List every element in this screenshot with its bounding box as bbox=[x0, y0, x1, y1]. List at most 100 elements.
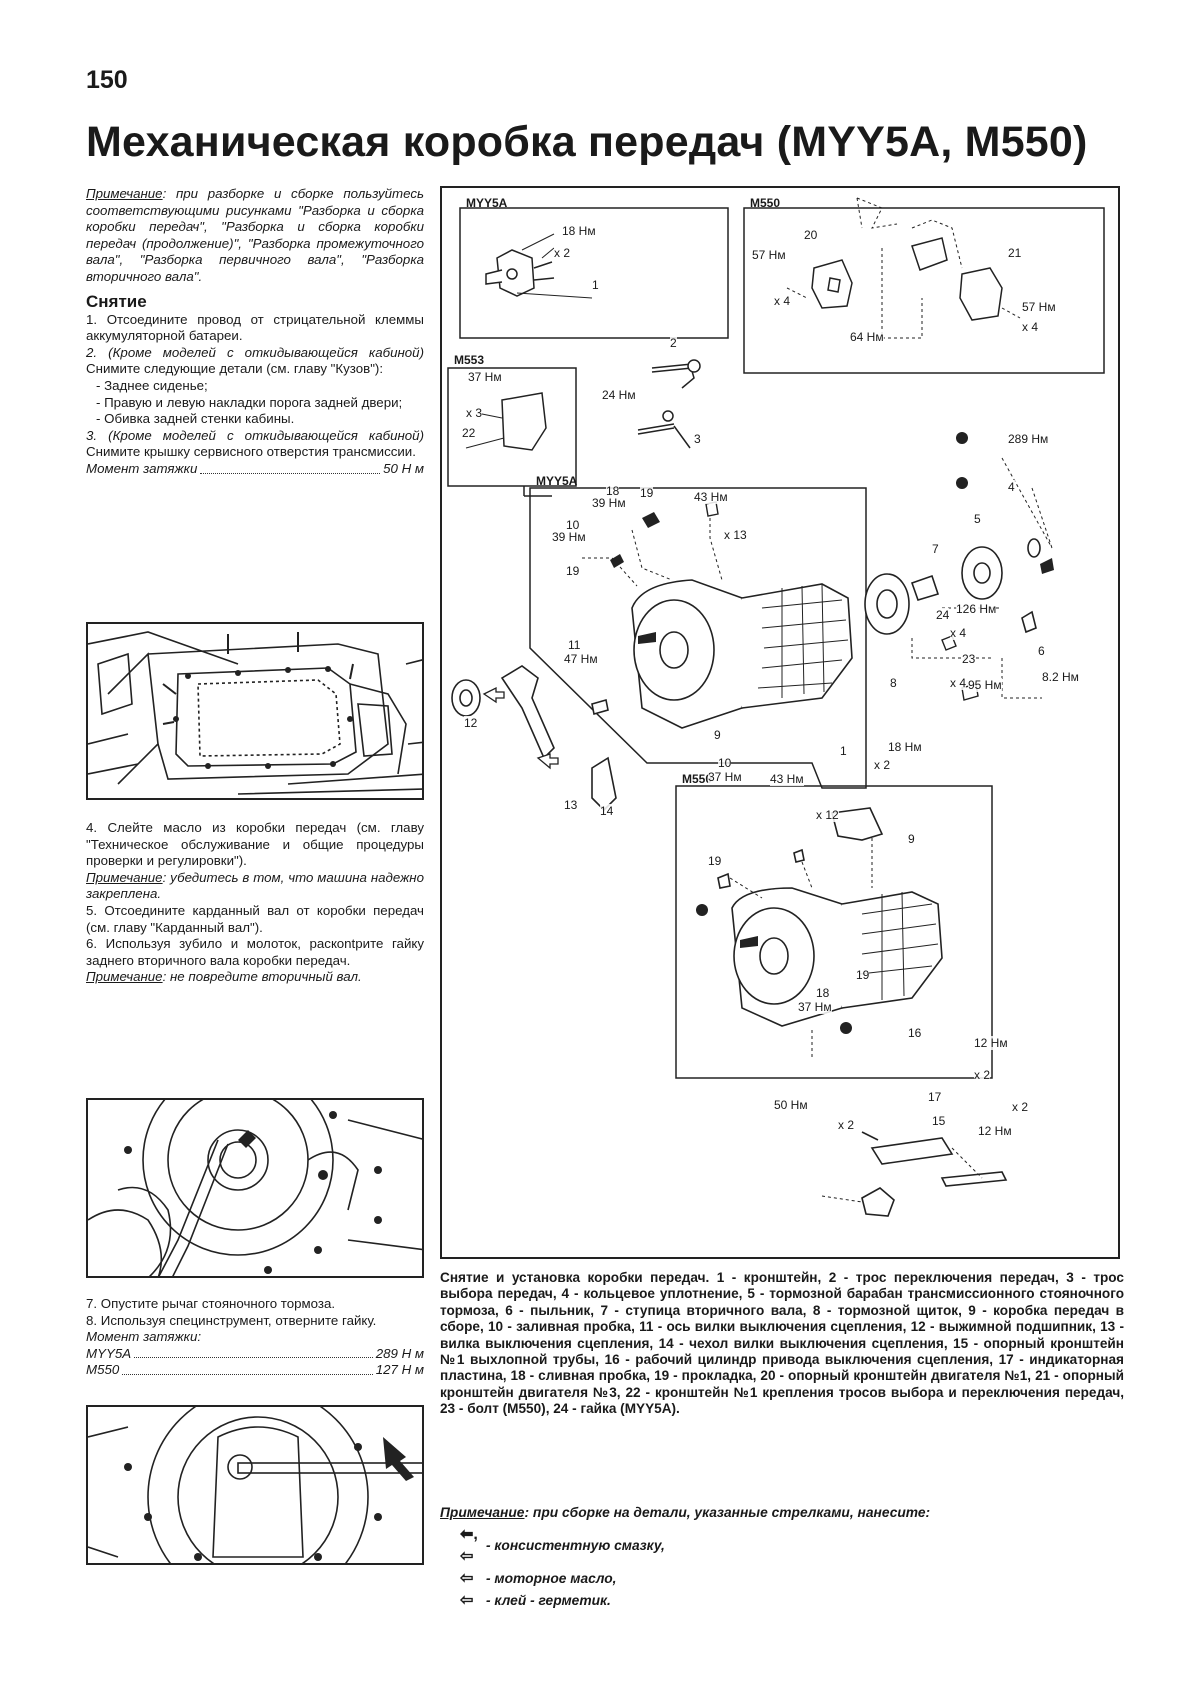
diagram-label-t95nm: 95 Нм bbox=[968, 678, 1002, 692]
page-title: Механическая коробка передач (MYY5A, M55… bbox=[86, 118, 1088, 166]
grease-arrow-icon: ⬅, ⇦ bbox=[460, 1526, 478, 1565]
diagram-label-x2-c: x 2 bbox=[974, 1068, 991, 1082]
diagram-label-t39nm-a: 39 Нм bbox=[592, 496, 626, 510]
oil-arrow-icon: ⇦ bbox=[460, 1570, 474, 1587]
note-text: : не повредите вторичный вал. bbox=[162, 969, 362, 985]
step-2-text: Снимите следующие детали (см. главу "Куз… bbox=[86, 361, 384, 377]
diagram-label-n19-b: 19 bbox=[566, 564, 580, 578]
left-text-block-1: Примечание: при разборке и сборке пользу… bbox=[86, 186, 424, 478]
note-item-sealant: ⇦- клей - герметик. bbox=[440, 1590, 1124, 1612]
diagram-label-n17: 17 bbox=[928, 1090, 942, 1104]
illustration-special-tool bbox=[86, 1405, 424, 1565]
diagram-label-n9-b: 9 bbox=[908, 832, 915, 846]
left-text-block-2: 4. Слейте масло из коробки передач (см. … bbox=[86, 820, 424, 986]
diagram-label-n11: 11 bbox=[568, 638, 581, 652]
diagram-label-t12nm-a: 12 Нм bbox=[974, 1036, 1008, 1050]
diagram-label-t82nm: 8.2 Нм bbox=[1042, 670, 1079, 684]
step-3-text: Снимите крышку сервисного отверстия тран… bbox=[86, 444, 416, 460]
page-number: 150 bbox=[86, 66, 128, 94]
diagram-label-x2-e: x 2 bbox=[1012, 1100, 1029, 1114]
diagram-label-n4: 4 bbox=[1008, 480, 1015, 494]
diagram-label-n19-c: 19 bbox=[708, 854, 722, 868]
diagram-label-t12nm-b: 12 Нм bbox=[978, 1124, 1012, 1138]
note-label: Примечание bbox=[440, 1505, 525, 1520]
diagram-label-n21: 21 bbox=[1008, 246, 1022, 260]
diagram-label-x3: x 3 bbox=[466, 406, 483, 420]
torque-label-2: Момент затяжки: bbox=[86, 1329, 202, 1345]
diagram-label-n24: 24 bbox=[936, 608, 950, 622]
left-text-block-3: 7. Опустите рычаг стояночного тормоза. 8… bbox=[86, 1296, 424, 1379]
diagram-label-n19-a: 19 bbox=[640, 486, 654, 500]
assembly-note: Примечание: при сборке на детали, указан… bbox=[440, 1502, 1124, 1612]
note-label: Примечание bbox=[86, 186, 163, 201]
step-2-condition: 2. (Кроме моделей с откидывающейся кабин… bbox=[86, 344, 424, 360]
diagram-label-n22: 22 bbox=[462, 426, 476, 440]
diagram-label-t37nm-b: 37 Нм bbox=[708, 770, 742, 784]
step-5: 5. Отсоедините карданный вал от коробки … bbox=[86, 902, 424, 935]
diagram-label-n6: 6 bbox=[1038, 644, 1045, 658]
diagram-label-n23: 23 bbox=[962, 652, 976, 666]
diagram-label-t50nm: 50 Нм bbox=[774, 1098, 808, 1112]
diagram-label-n15: 15 bbox=[932, 1114, 946, 1128]
diagram-label-n18-a: 18 bbox=[606, 484, 620, 498]
diagram-label-n5: 5 bbox=[974, 512, 981, 526]
diagram-label-n10-b: 10 bbox=[718, 756, 732, 770]
diagram-label-x2-d: x 2 bbox=[838, 1118, 855, 1132]
label-box-m553: M553 bbox=[454, 353, 485, 367]
diagram-label-n14: 14 bbox=[600, 804, 614, 818]
diagram-label-t37nm-a: 37 Нм bbox=[468, 370, 502, 384]
diagram-label-n3: 3 bbox=[694, 432, 701, 446]
diagram-label-n9-a: 9 bbox=[714, 728, 721, 742]
diagram-label-t57nm-a: 57 Нм bbox=[752, 248, 786, 262]
diagram-label-t18nm-a: 18 Нм bbox=[562, 224, 596, 238]
diagram-label-n1-b: 1 bbox=[840, 744, 847, 758]
step-4: 4. Слейте масло из коробки передач (см. … bbox=[86, 820, 424, 869]
diagram-label-t126nm: 126 Нм bbox=[956, 602, 997, 616]
diagram-label-t43nm-a: 43 Нм bbox=[694, 490, 728, 504]
step-8: 8. Используя специнструмент, отверните г… bbox=[86, 1312, 377, 1328]
removal-heading: Снятие bbox=[86, 291, 147, 311]
label-box-myy5a-mid: MYY5A bbox=[536, 474, 578, 488]
diagram-label-t64nm: 64 Нм bbox=[850, 330, 884, 344]
diagram-label-n13: 13 bbox=[564, 798, 578, 812]
note-text: : убедитесь в том, что машина надежно за… bbox=[86, 869, 424, 902]
diagram-label-n18-b: 18 bbox=[816, 986, 830, 1000]
diagram-label-x4-c: x 4 bbox=[950, 626, 967, 640]
diagram-label-n7: 7 bbox=[932, 542, 939, 556]
step-1: 1. Отсоедините провод от стрицательной к… bbox=[86, 311, 424, 344]
step-3-condition: 3. (Кроме моделей с откидывающейся кабин… bbox=[86, 427, 424, 443]
diagram-label-t37nm-c: 37 Нм bbox=[798, 1000, 832, 1014]
diagram-label-n16: 16 bbox=[908, 1026, 922, 1040]
diagram-label-n12: 12 bbox=[464, 716, 478, 730]
illustration-chisel-nut bbox=[86, 1098, 424, 1278]
note-text: : при сборке на детали, указанные стрелк… bbox=[524, 1505, 931, 1520]
diagram-label-t57nm-b: 57 Нм bbox=[1022, 300, 1056, 314]
diagram-label-x4-b: x 4 bbox=[1022, 320, 1039, 334]
illustration-cabin-service-hole bbox=[86, 622, 424, 800]
diagram-label-n8: 8 bbox=[890, 676, 897, 690]
box-m553 bbox=[447, 367, 577, 487]
torque-label: Момент затяжки bbox=[86, 460, 198, 476]
bullet-2: - Правую и левую накладки порога задней … bbox=[96, 394, 403, 410]
label-box-myy5a-top: MYY5A bbox=[466, 196, 508, 210]
step-6: 6. Используя зубило и молоток, раскontри… bbox=[86, 936, 424, 968]
note-label: Примечание bbox=[86, 869, 163, 885]
diagram-label-t289nm: 289 Нм bbox=[1008, 432, 1049, 446]
bullet-1: - Заднее сиденье; bbox=[96, 377, 208, 393]
bullet-3: - Обивка задней стенки кабины. bbox=[96, 411, 295, 427]
note-text: : при разборке и сборке пользуйтесь соот… bbox=[86, 186, 424, 284]
diagram-label-x2-a: x 2 bbox=[554, 246, 571, 260]
label-box-m550-top: M550 bbox=[750, 196, 781, 210]
diagram-label-t43nm-b: 43 Нм bbox=[770, 772, 804, 786]
note-label: Примечание bbox=[86, 969, 163, 985]
diagram-label-t39nm-b: 39 Нм bbox=[552, 530, 586, 544]
diagram-label-n20: 20 bbox=[804, 228, 818, 242]
figure-caption: Снятие и установка коробки передач. 1 - … bbox=[440, 1270, 1124, 1417]
step-7: 7. Опустите рычаг стояночного тормоза. bbox=[86, 1296, 336, 1311]
diagram-label-n10-a: 10 bbox=[566, 518, 580, 532]
box-myy5a-top bbox=[459, 207, 729, 339]
